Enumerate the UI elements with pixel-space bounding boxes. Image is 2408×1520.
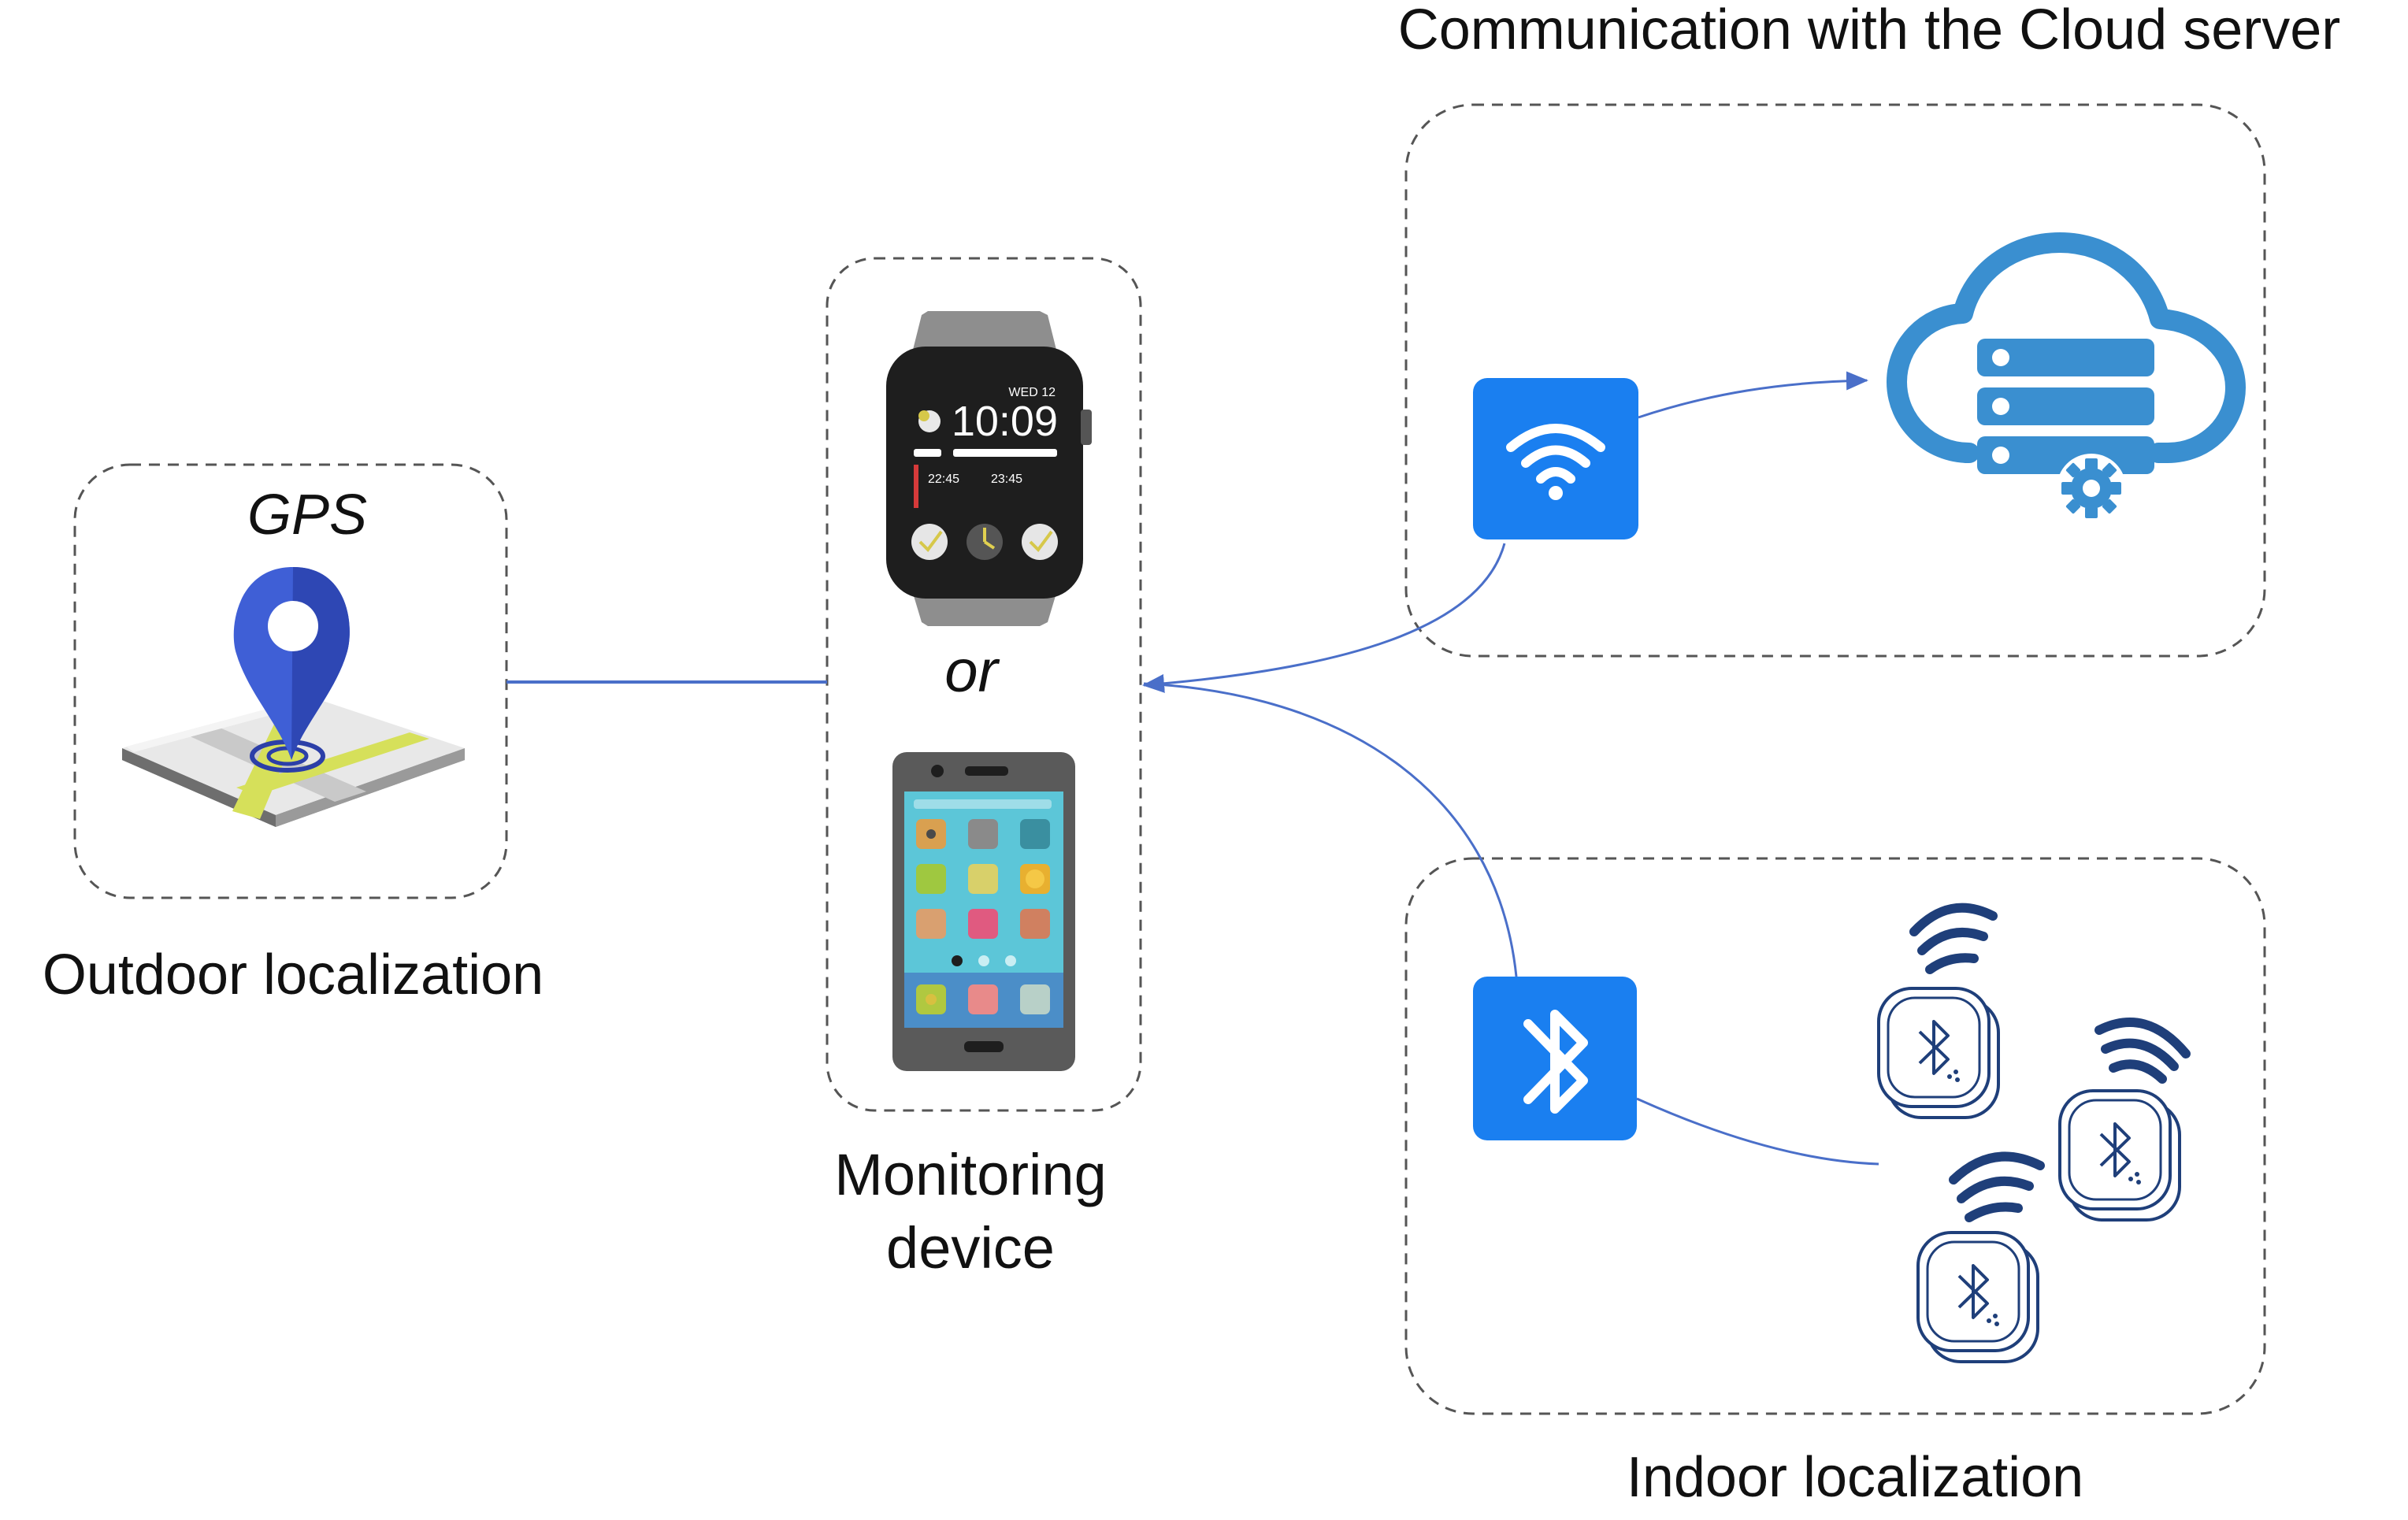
watch-time-1: 22:45 xyxy=(928,473,959,486)
gps-label: GPS xyxy=(247,484,367,547)
wifi-to-device-connector xyxy=(1142,543,1506,693)
ble-beacon-icon xyxy=(2058,1089,2181,1222)
or-label: or xyxy=(944,638,1000,705)
ble-beacon-icon xyxy=(1877,987,2000,1119)
signal-waves-icon xyxy=(1909,903,1998,974)
map-pin-icon xyxy=(122,567,465,827)
cloud-box xyxy=(1404,103,2266,658)
watch-time-2: 23:45 xyxy=(991,473,1022,486)
signal-waves-icon xyxy=(1949,1151,2045,1222)
smartwatch-icon: WED 12 10:09 22:45 23:45 xyxy=(886,311,1092,626)
bluetooth-to-device-connector xyxy=(1143,682,1518,977)
indoor-localization-label: Indoor localization xyxy=(1627,1446,2083,1509)
smartphone-icon xyxy=(892,752,1075,1071)
monitoring-box xyxy=(826,257,1142,1112)
watch-time: 10:09 xyxy=(952,398,1058,445)
bluetooth-to-beacons-connector xyxy=(1636,1097,1879,1166)
wifi-icon xyxy=(1473,378,1638,539)
watch-day: WED 12 xyxy=(1008,386,1056,399)
bluetooth-icon xyxy=(1473,977,1637,1140)
outdoor-localization-label: Outdoor localization xyxy=(43,944,544,1007)
ble-beacon-icon xyxy=(1916,1231,2039,1363)
signal-waves-icon xyxy=(2094,1018,2191,1084)
indoor-box xyxy=(1404,857,2266,1415)
monitoring-device-label-line1: Monitoring xyxy=(834,1142,1107,1207)
wifi-to-cloud-connector xyxy=(1638,371,1868,419)
cloud-server-icon xyxy=(1887,232,2246,523)
monitoring-device-label-line2: device xyxy=(886,1215,1055,1281)
cloud-communication-label: Communication with the Cloud server xyxy=(1398,0,2341,61)
